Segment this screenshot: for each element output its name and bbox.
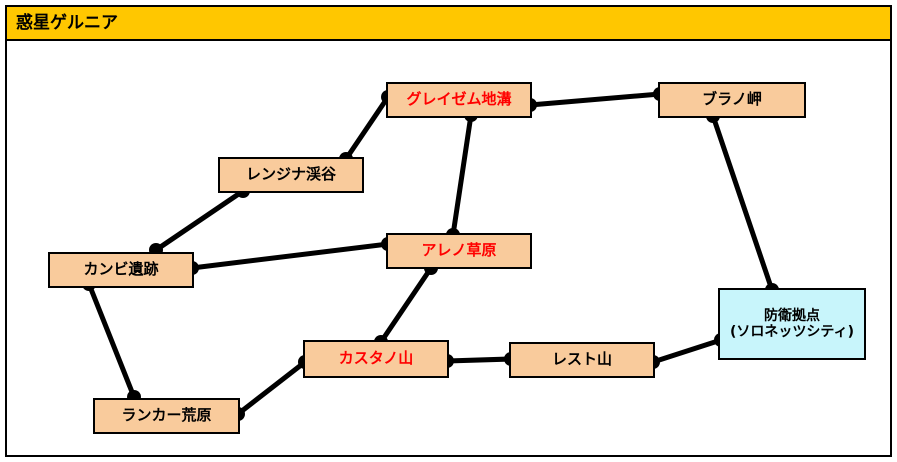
map-node-label: グレイゼム地溝 bbox=[406, 90, 512, 109]
map-node-label: ブラノ岬 bbox=[702, 90, 762, 109]
map-node-kanbi[interactable]: カンビ遺跡 bbox=[48, 252, 194, 288]
route-edge-greizem-rengina bbox=[343, 94, 391, 162]
route-edge-burano-bouei bbox=[710, 113, 775, 293]
title-bar: 惑星ゲルニア bbox=[5, 5, 892, 41]
map-node-label: カンビ遺跡 bbox=[83, 260, 159, 279]
route-edge-kanbi-ranka bbox=[86, 281, 137, 400]
map-node-label: レスト山 bbox=[551, 350, 612, 369]
route-edge-kastano-resuto bbox=[444, 356, 514, 364]
route-edge-areno-kastano bbox=[378, 265, 434, 345]
map-node-resuto[interactable]: レスト山 bbox=[509, 342, 655, 378]
map-node-areno[interactable]: アレノ草原 bbox=[386, 233, 532, 269]
route-edge-kanbi-areno bbox=[189, 241, 391, 271]
map-node-burano[interactable]: ブラノ岬 bbox=[658, 82, 806, 118]
route-edge-rengina-kanbi bbox=[153, 188, 246, 253]
map-node-greizem[interactable]: グレイゼム地溝 bbox=[386, 82, 532, 118]
map-node-kastano[interactable]: カスタノ山 bbox=[303, 340, 449, 378]
map-node-bouei[interactable]: 防衛拠点 (ソロネッツシティ) bbox=[718, 288, 866, 360]
map-node-rengina[interactable]: レンジナ渓谷 bbox=[218, 157, 364, 193]
map-node-label: カスタノ山 bbox=[338, 349, 414, 368]
map-node-label: レンジナ渓谷 bbox=[245, 165, 336, 184]
map-node-label: アレノ草原 bbox=[421, 241, 497, 260]
page-title: 惑星ゲルニア bbox=[16, 12, 118, 33]
route-edge-ranka-kastano bbox=[235, 359, 308, 417]
route-edge-resuto-bouei bbox=[650, 337, 724, 365]
map-node-ranka[interactable]: ランカー荒原 bbox=[93, 398, 240, 434]
route-edge-greizem-areno bbox=[450, 112, 474, 238]
map-node-label: 防衛拠点 (ソロネッツシティ) bbox=[730, 307, 854, 340]
route-edge-greizem-burano bbox=[527, 91, 663, 108]
route-edges bbox=[86, 91, 775, 417]
map-node-label: ランカー荒原 bbox=[121, 406, 212, 425]
